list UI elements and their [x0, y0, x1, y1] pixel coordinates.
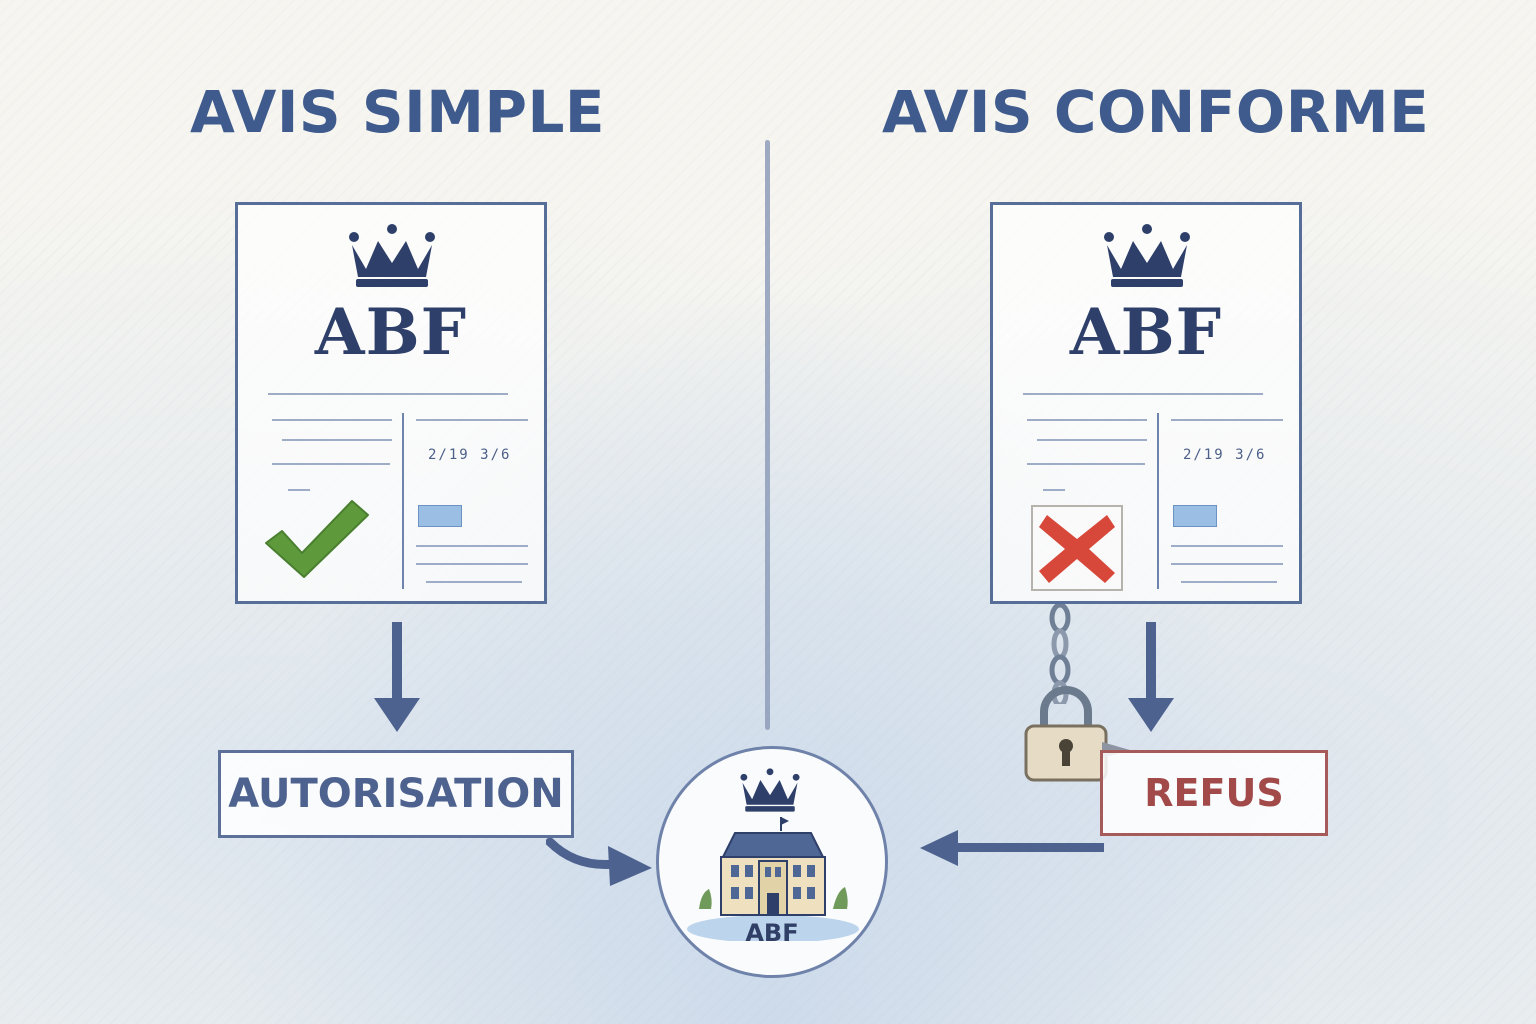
text-line: [1181, 581, 1277, 583]
stamp-thumbnail: [1173, 505, 1217, 527]
badge-label: ABF: [745, 919, 799, 947]
text-line: [1171, 545, 1283, 547]
text-line: [282, 439, 392, 441]
crown-icon: [349, 224, 435, 287]
text-line: [426, 581, 522, 583]
crown-icon: [740, 768, 800, 812]
arrow-left-to-badge: [920, 830, 1104, 866]
cross-icon: [1039, 515, 1115, 583]
text-line: [288, 489, 310, 491]
text-line: [1171, 563, 1283, 565]
outcome-autorisation: AUTORISATION: [218, 750, 574, 838]
text-line: [1027, 463, 1145, 465]
arrow-down-left: [374, 622, 420, 732]
text-line: [272, 419, 392, 421]
arrow-curved-to-badge: [546, 837, 652, 886]
building-icon: [687, 817, 859, 941]
text-line: [416, 545, 528, 547]
column-separator: [1157, 413, 1159, 589]
document-header: ABF: [1069, 295, 1223, 370]
text-line: [1023, 393, 1263, 395]
text-line: [416, 563, 528, 565]
title-avis-simple: AVIS SIMPLE: [190, 78, 606, 146]
document-avis-simple: ABF 2/19 3/6: [235, 202, 547, 604]
check-icon: [265, 500, 369, 578]
text-line: [1027, 419, 1147, 421]
title-avis-conforme: AVIS CONFORME: [882, 78, 1430, 146]
column-separator: [402, 413, 404, 589]
document-avis-conforme: ABF 2/19 3/6: [990, 202, 1302, 604]
text-line: [272, 463, 390, 465]
refusal-box: [1031, 505, 1123, 591]
crown-icon: [1104, 224, 1190, 287]
document-date: 2/19 3/6: [1183, 447, 1267, 463]
document-header: ABF: [314, 295, 468, 370]
chain-icon: [1049, 604, 1071, 704]
text-line: [1043, 489, 1065, 491]
stamp-thumbnail: [418, 505, 462, 527]
center-divider: [765, 140, 770, 730]
outcome-refus: REFUS: [1100, 750, 1328, 836]
abf-badge: ABF: [656, 746, 888, 978]
text-line: [268, 393, 508, 395]
text-line: [1037, 439, 1147, 441]
document-date: 2/19 3/6: [428, 447, 512, 463]
arrow-down-right: [1128, 622, 1174, 732]
text-line: [416, 419, 528, 421]
text-line: [1171, 419, 1283, 421]
